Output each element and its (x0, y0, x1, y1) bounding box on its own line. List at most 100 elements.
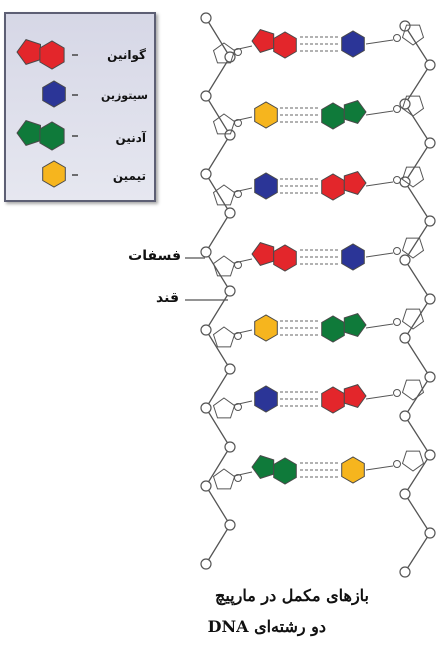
cytosine-icon-hexagon (42, 80, 66, 108)
sugar-pentagon (212, 326, 236, 348)
legend-box: گوانین سیتوزین آدنین تیمین (4, 12, 156, 202)
figure-caption-line-1: بازهای مکمل در مارپیچ (214, 586, 369, 605)
phosphate-circle (200, 90, 212, 102)
adenine-base-hexagon (273, 457, 297, 485)
phosphate-circle (424, 215, 436, 227)
sugar-circle (393, 34, 401, 42)
thymine-base (254, 101, 278, 129)
phosphate-circle (200, 246, 212, 258)
sugar-pentagon (401, 24, 425, 46)
guanine-icon (16, 39, 78, 70)
guanine-base-hexagon (273, 31, 297, 59)
phosphate-circle (200, 402, 212, 414)
legend-label-guanine: گوانین (107, 48, 146, 62)
phosphate-circle (424, 449, 436, 461)
adenine-base-hexagon (321, 315, 345, 343)
thymine-base (341, 456, 365, 484)
phosphate-circle (424, 371, 436, 383)
phosphate-circle (399, 566, 411, 578)
label-pointers (185, 257, 228, 301)
sugar-circle (393, 389, 401, 397)
guanine-base (321, 171, 367, 201)
base-pair (233, 384, 394, 414)
guanine-base-hexagon (321, 173, 345, 201)
phosphate-circle (424, 527, 436, 539)
sugar-pentagon (401, 166, 425, 188)
adenine-base-pentagon (343, 100, 367, 124)
sugar-circle (393, 105, 401, 113)
phosphate-circle (200, 12, 212, 24)
base-pair (233, 29, 394, 59)
phosphate-circle (224, 129, 236, 141)
adenine-icon-hexagon (39, 121, 65, 151)
base-pair (233, 100, 394, 130)
sugar-label: قند (156, 290, 179, 306)
sugar-circle (393, 176, 401, 184)
sugar-pentagon (212, 255, 236, 277)
glycosidic-bond (365, 252, 394, 258)
adenine-base-pentagon (343, 313, 367, 337)
phosphate-circle (224, 285, 236, 297)
cytosine-base (341, 243, 365, 271)
phosphate-circle (200, 480, 212, 492)
phosphate-circle (424, 137, 436, 149)
glycosidic-bond (233, 471, 253, 477)
cytosine-icon (42, 80, 78, 108)
sugar-circle (393, 318, 401, 326)
legend-label-cytosine: سیتوزین (100, 89, 148, 102)
guanine-base-pentagon (251, 29, 275, 53)
sugar-pentagon (212, 184, 236, 206)
guanine-base (321, 384, 367, 414)
adenine-icon (16, 120, 78, 151)
sugar-circle (393, 460, 401, 468)
glycosidic-bond (365, 465, 394, 471)
guanine-icon-hexagon (39, 40, 65, 70)
base-pair (233, 171, 394, 201)
base-pair (233, 455, 394, 485)
phosphate-label: فسفات (128, 248, 181, 264)
sugar-pentagon (401, 95, 425, 117)
guanine-base (251, 29, 297, 59)
sugar-pentagon (401, 308, 425, 330)
base-pair (233, 313, 394, 343)
sugar-circle (393, 247, 401, 255)
phosphate-circle (399, 98, 411, 110)
phosphate-circle (224, 207, 236, 219)
sugar-pentagon (212, 42, 236, 64)
glycosidic-bond (365, 110, 394, 116)
base-pairs (233, 29, 394, 485)
legend-label-adenine: آدنین (115, 131, 146, 145)
thymine-icon-hexagon (42, 160, 66, 188)
glycosidic-bond (365, 181, 394, 187)
sugar-pentagon (212, 468, 236, 490)
guanine-icon-pentagon (16, 39, 41, 65)
cytosine-base (341, 30, 365, 58)
phosphate-circle (424, 293, 436, 305)
legend-icons (16, 39, 78, 188)
guanine-base-hexagon (273, 244, 297, 272)
sugar-pentagon (401, 237, 425, 259)
phosphate-circle (224, 363, 236, 375)
phosphate-circle (399, 488, 411, 500)
thymine-base (254, 314, 278, 342)
glycosidic-bond (233, 187, 253, 193)
sugar-phosphate-backbone (200, 12, 436, 578)
glycosidic-bond (365, 394, 394, 400)
phosphate-circle (424, 59, 436, 71)
guanine-base-pentagon (251, 242, 275, 266)
guanine-base-hexagon (321, 386, 345, 414)
figure-caption-line-2: دو رشته‌ای DNA (207, 617, 326, 636)
phosphate-circle (399, 410, 411, 422)
glycosidic-bond (233, 45, 253, 51)
phosphate-circle (200, 168, 212, 180)
sugar-pentagon (212, 113, 236, 135)
thymine-icon (42, 160, 78, 188)
phosphate-circle (399, 254, 411, 266)
phosphate-circle (200, 558, 212, 570)
cytosine-base (254, 385, 278, 413)
guanine-base-pentagon (343, 171, 367, 195)
guanine-base-pentagon (343, 384, 367, 408)
sugar-pentagon (401, 379, 425, 401)
base-pair (233, 242, 394, 272)
glycosidic-bond (233, 400, 253, 406)
